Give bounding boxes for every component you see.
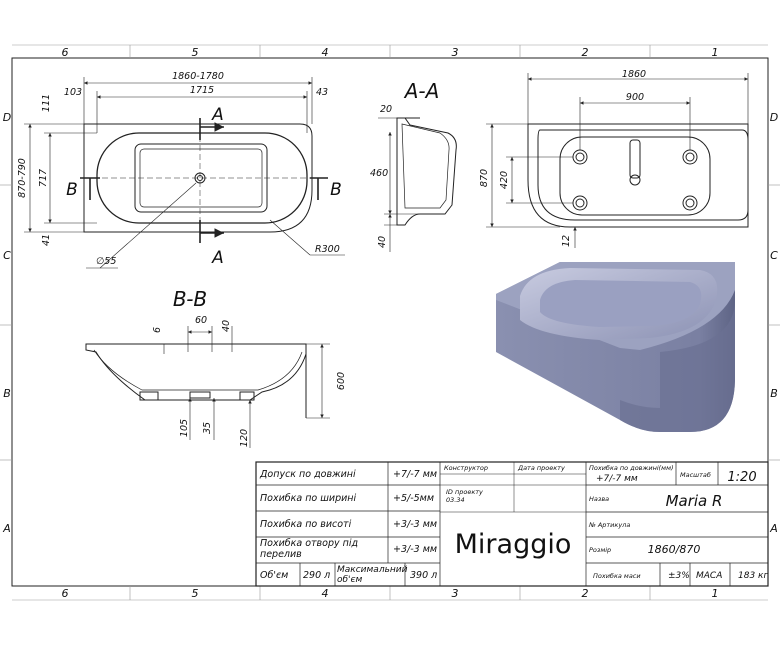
bathtub-render <box>496 262 735 432</box>
section-aa-dimensions <box>378 117 420 252</box>
col-label-6-bottom: 6 <box>62 587 69 600</box>
tb-tol-overflow-label: Похибка отвору під перелив <box>260 538 359 560</box>
tb-article-label: № Артикула <box>588 521 630 529</box>
section-bb-dimensions <box>163 326 330 448</box>
tb-project-id: ID проекту 03.34 <box>446 488 483 504</box>
rv-dim-rim: 12 <box>561 235 572 247</box>
col-label-3-bottom: 3 <box>452 587 459 600</box>
row-label-a: A <box>2 522 11 535</box>
row-label-b-right: B <box>770 387 778 400</box>
tb-size-label: Розмір <box>589 546 611 554</box>
aa-dim-depth: 460 <box>370 168 388 179</box>
bb-dim-foot-c: 120 <box>239 429 250 447</box>
aa-dim-base: 40 <box>377 236 388 248</box>
col-label-1-bottom: 1 <box>712 587 719 600</box>
tb-mass-value: 183 кг <box>738 571 768 581</box>
tb-name-value: Maria R <box>666 492 723 510</box>
dim-bottom-margin: 41 <box>41 234 52 246</box>
row-label-c-right: C <box>770 249 778 262</box>
dim-left-offset: 103 <box>64 87 82 98</box>
tb-date-label: Дата проекту <box>517 464 565 472</box>
col-label-1: 1 <box>712 46 719 59</box>
bb-dim-foot-b: 35 <box>202 422 213 434</box>
tb-mass-tol-value: ±3% <box>668 571 690 581</box>
section-letter-b-right: B <box>330 180 342 200</box>
col-label-3: 3 <box>452 46 459 59</box>
row-label-c: C <box>3 249 11 262</box>
col-label-4-bottom: 4 <box>322 587 329 600</box>
brand-logo: Miraggio <box>455 529 572 560</box>
row-label-b: B <box>3 387 11 400</box>
col-label-5: 5 <box>192 46 199 59</box>
row-label-a-right: A <box>769 522 778 535</box>
dim-drain-diameter: ∅55 <box>96 256 116 267</box>
row-label-d-right: D <box>770 111 778 124</box>
tb-size-value: 1860/870 <box>648 543 701 556</box>
dim-overall-length: 1860-1780 <box>172 71 224 82</box>
col-label-6: 6 <box>62 46 69 59</box>
tb-tol-length-label: Допуск по довжині <box>259 469 356 480</box>
top-view <box>83 118 325 240</box>
tb-tol-width-value: +5/-5мм <box>393 493 434 504</box>
dim-top-margin: 111 <box>41 94 52 112</box>
tb-tol-overflow-value: +3/-3 мм <box>393 544 437 555</box>
tb-tol-height-value: +3/-3 мм <box>393 519 437 530</box>
tb-mass-label: МАСА <box>696 571 722 581</box>
section-letter-a-top: A <box>211 105 224 125</box>
tb-max-volume-value: 390 л <box>410 570 437 581</box>
bb-dim-drain-offset: 40 <box>221 320 232 332</box>
rv-dim-width: 870 <box>479 169 490 187</box>
dim-right-offset: 43 <box>316 87 328 98</box>
section-letter-a-bottom: A <box>211 248 224 268</box>
section-letters: A A B B <box>66 105 342 268</box>
tb-volume-label: Об'єм <box>260 570 288 581</box>
tb-mass-tol-label: Похибка маси <box>593 572 641 580</box>
dim-overall-width: 870-790 <box>17 158 28 198</box>
tb-tol-height-label: Похибка по висоті <box>260 519 352 530</box>
rv-dim-hole-offset: 420 <box>499 171 510 189</box>
section-letter-b-left: B <box>66 180 78 200</box>
tb-volume-value: 290 л <box>303 570 330 581</box>
dim-inner-width: 717 <box>38 169 49 187</box>
top-view-labels: 1860-1780 103 1715 43 111 870-790 717 41… <box>17 71 340 267</box>
tb-designer-label: Конструктор <box>444 464 488 472</box>
tb-tol-width-label: Похибка по ширині <box>260 493 357 504</box>
rv-dim-length: 1860 <box>622 69 646 80</box>
dim-inner-length: 1715 <box>190 85 214 96</box>
bb-dim-rim: 6 <box>152 327 163 333</box>
bb-dim-height: 600 <box>336 372 347 390</box>
tb-scale-value: 1:20 <box>727 470 756 485</box>
rv-dim-hole-spacing: 900 <box>626 92 644 103</box>
bb-dim-foot-a: 105 <box>179 419 190 437</box>
section-aa-drawing <box>396 117 457 226</box>
column-ticks <box>0 45 780 600</box>
bb-dim-drain-width: 60 <box>195 315 207 326</box>
section-aa-title: A-A <box>403 79 440 103</box>
tb-name-label: Назва <box>589 495 609 503</box>
dim-corner-radius: R300 <box>315 244 340 255</box>
section-bb-title: B-B <box>173 287 207 311</box>
tb-tol-length-value: +7/-7 мм <box>393 469 437 480</box>
col-label-5-bottom: 5 <box>192 587 199 600</box>
section-bb-drawing <box>85 343 307 418</box>
right-view-dimensions <box>486 73 749 248</box>
col-label-2-bottom: 2 <box>582 587 589 600</box>
aa-dim-rim: 20 <box>380 104 392 115</box>
col-label-2: 2 <box>582 46 589 59</box>
tb-scale-label: Масштаб <box>680 471 711 479</box>
section-markers <box>80 118 328 243</box>
col-label-4: 4 <box>322 46 329 59</box>
title-block-grid <box>255 461 769 587</box>
top-view-dimensions <box>24 77 345 269</box>
row-label-d: D <box>3 111 11 124</box>
tb-max-volume-label: Максимальний об'єм <box>337 565 408 585</box>
tb-length-tol-label: Похибка по довжині(мм) <box>589 464 674 472</box>
right-view-drawing <box>527 123 749 228</box>
tb-length-tol-value: +7/-7 мм <box>596 474 638 484</box>
